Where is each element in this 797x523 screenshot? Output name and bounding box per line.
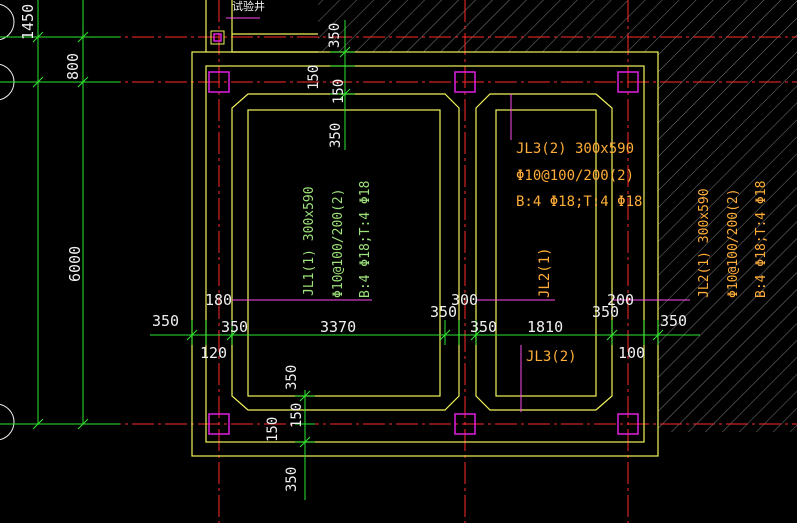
jl2-right-stirrup: Φ10@100/200(2) bbox=[726, 188, 741, 298]
grid-bubble-1 bbox=[0, 3, 15, 41]
pipe-marker bbox=[210, 30, 225, 45]
jl1-name: JL1(1) 300x590 bbox=[302, 186, 317, 296]
left-inner-box bbox=[247, 109, 441, 397]
dim-h300: 300 bbox=[451, 291, 478, 309]
left-dimension-lines bbox=[0, 0, 120, 430]
jl3-rebar: B:4 Φ18;T:4 Φ18 bbox=[516, 194, 642, 210]
dim-left-1450: 1450 bbox=[19, 4, 37, 40]
dim-v350-mid: 350 bbox=[328, 123, 344, 148]
jl3-stirrup: Φ10@100/200(2) bbox=[516, 168, 634, 184]
dim-h120: 120 bbox=[200, 344, 227, 362]
dim-row-350d: 350 bbox=[470, 318, 497, 336]
columns bbox=[208, 30, 639, 435]
dim-row-350a: 350 bbox=[152, 312, 179, 330]
jl2-right-name: JL2(1) 300x590 bbox=[697, 188, 712, 298]
dim-low-150a: 150 bbox=[265, 417, 281, 442]
jl3-name: JL3(2) 300x590 bbox=[516, 141, 634, 157]
dim-row-1810: 1810 bbox=[527, 318, 563, 336]
hatch-region bbox=[318, 0, 797, 432]
hatch-region-group bbox=[318, 0, 797, 432]
dim-row-3370: 3370 bbox=[320, 318, 356, 336]
dim-left-800: 800 bbox=[64, 53, 82, 80]
vertical-dimension-lines bbox=[295, 20, 355, 500]
right-cell-outline bbox=[475, 93, 613, 411]
grid-bubbles bbox=[0, 3, 15, 441]
dim-h100: 100 bbox=[618, 344, 645, 362]
dim-v150a: 150 bbox=[306, 65, 322, 90]
middle-dimension-line bbox=[150, 320, 700, 345]
top-strip-outline bbox=[205, 0, 318, 53]
left-dimension-texts: 1450 800 6000 bbox=[19, 4, 84, 282]
middle-dimension-texts: 180 300 200 350 350 3370 350 350 1810 35… bbox=[152, 291, 687, 362]
dim-low-350: 350 bbox=[284, 365, 300, 390]
dim-row-350f: 350 bbox=[660, 312, 687, 330]
column-bottom-left bbox=[208, 413, 230, 435]
dim-v150b: 150 bbox=[331, 79, 347, 104]
column-bottom-right bbox=[617, 413, 639, 435]
dim-row-350b: 350 bbox=[221, 318, 248, 336]
column-top-left bbox=[208, 71, 230, 93]
right-inner-box bbox=[495, 109, 597, 397]
pipe-marker-inner bbox=[213, 33, 222, 42]
dim-low-150b: 150 bbox=[289, 403, 305, 428]
jl1-rebar: B:4 Φ18;T:4 Φ18 bbox=[358, 181, 373, 298]
jl2-tag: JL2(1) bbox=[537, 247, 553, 298]
dim-h200: 200 bbox=[607, 291, 634, 309]
dim-bottom-350: 350 bbox=[284, 467, 300, 492]
dim-top-350: 350 bbox=[327, 23, 343, 48]
dim-row-350e: 350 bbox=[592, 303, 619, 321]
leader-lines bbox=[226, 17, 690, 412]
beam-outlines bbox=[191, 0, 659, 457]
beam-edge-outer bbox=[205, 65, 645, 443]
jl3-tag: JL3(2) bbox=[526, 349, 577, 365]
jl2-right-annotation: JL2(1) 300x590 Φ10@100/200(2) B:4 Φ18;T:… bbox=[697, 181, 769, 298]
jl1-stirrup: Φ10@100/200(2) bbox=[331, 188, 346, 298]
grid-bubble-3 bbox=[0, 403, 15, 441]
upper-vertical-dim-texts: 350 150 150 350 bbox=[306, 23, 347, 148]
column-bottom-mid bbox=[454, 413, 476, 435]
outer-foundation-outline bbox=[191, 51, 659, 457]
column-top-mid bbox=[454, 71, 476, 93]
dim-h180: 180 bbox=[205, 291, 232, 309]
dim-left-6000: 6000 bbox=[66, 246, 84, 282]
dim-row-350c: 350 bbox=[430, 303, 457, 321]
jl2-right-rebar: B:4 Φ18;T:4 Φ18 bbox=[754, 181, 769, 298]
column-top-right bbox=[617, 71, 639, 93]
lower-vertical-dim-texts: 350 150 150 350 bbox=[265, 365, 305, 492]
pipe-label: 试验井 bbox=[232, 0, 265, 13]
left-cell-outline bbox=[231, 93, 460, 411]
jl1-annotation: JL1(1) 300x590 Φ10@100/200(2) B:4 Φ18;T:… bbox=[302, 181, 373, 298]
jl3-annotation: JL3(2) 300x590 Φ10@100/200(2) B:4 Φ18;T:… bbox=[516, 141, 642, 365]
